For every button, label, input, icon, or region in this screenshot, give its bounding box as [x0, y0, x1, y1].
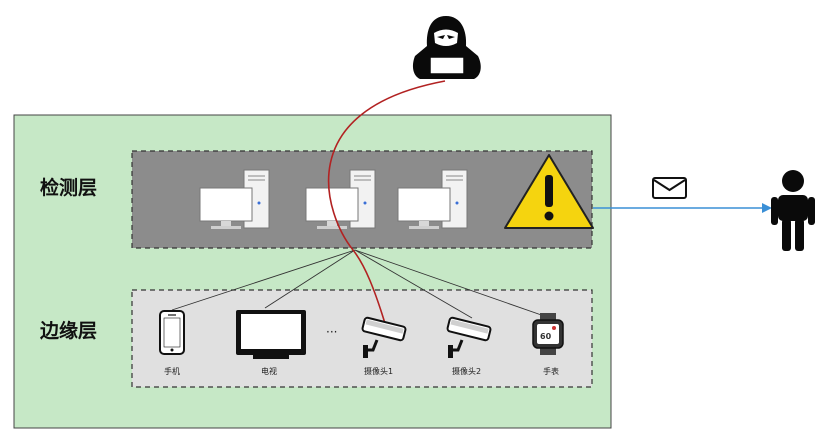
edge-layer-label: 边缘层 [39, 320, 97, 342]
envelope-icon [652, 177, 687, 199]
hacker-icon [412, 16, 481, 79]
connection-line [354, 249, 473, 319]
tv-icon [236, 310, 306, 359]
person-icon [771, 170, 815, 251]
ellipsis: ··· [326, 325, 337, 339]
device-label: 电视 [261, 366, 277, 376]
server-1 [199, 169, 270, 229]
device-label: 摄像头2 [452, 366, 481, 376]
detection-layer-label: 检测层 [40, 176, 97, 199]
device-connections [171, 249, 551, 319]
smartphone-icon [159, 310, 185, 355]
server-computer-icon [305, 169, 376, 229]
device-label: 手表 [543, 366, 559, 376]
camera-icon [446, 316, 492, 358]
connection-line [264, 249, 356, 309]
attack-path-arrow [327, 80, 446, 332]
svg-text:60: 60 [540, 332, 552, 341]
server-computer-icon [199, 169, 270, 229]
edge-layer-panel [131, 289, 593, 388]
server-computer-icon [397, 169, 468, 229]
server-3 [397, 169, 468, 229]
camera-icon [361, 316, 407, 358]
smartwatch-icon: 60 [532, 313, 564, 355]
connection-line [171, 249, 356, 311]
server-2 [305, 169, 376, 229]
device-label: 摄像头1 [364, 366, 393, 376]
warning-icon [504, 154, 594, 229]
device-label: 手机 [164, 366, 180, 376]
connection-line [354, 249, 551, 319]
